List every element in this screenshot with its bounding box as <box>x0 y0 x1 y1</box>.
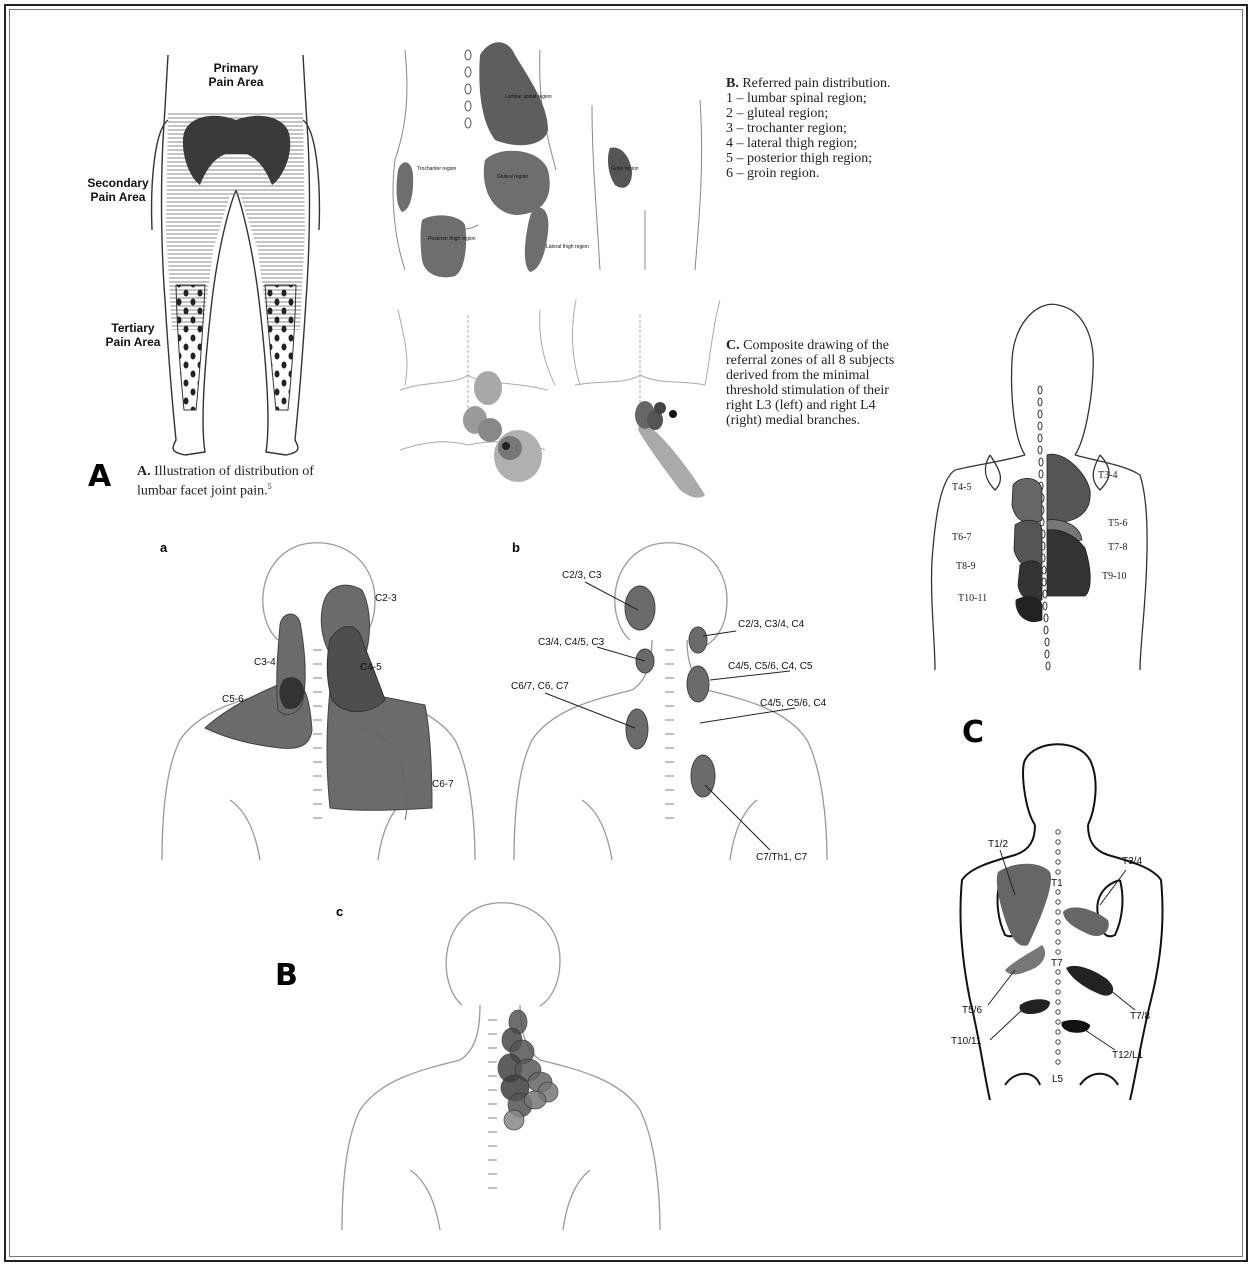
panel-letter-c: C <box>962 715 984 750</box>
label-b-c3-4-c4-5-c3: C3/4, C4/5, C3 <box>538 637 605 648</box>
caption-b-title: Referred pain distribution. <box>742 76 890 91</box>
label-l5: L5 <box>1052 1074 1064 1085</box>
label-t3-4-c: T3/4 <box>1122 856 1142 867</box>
region-label-trochanter: Trochanter region <box>417 166 456 172</box>
spine-dots-b <box>465 50 471 128</box>
tertiary-pain-area-left <box>176 285 205 410</box>
trochanter-region <box>397 162 414 212</box>
caption-a-text: Illustration of distribution of lumbar f… <box>137 464 314 499</box>
label-t6-7: T6-7 <box>952 532 971 543</box>
zone-b-c6-7-c6-c7 <box>626 709 648 749</box>
label-t7-8: T7-8 <box>1108 542 1127 553</box>
label-c6-7: C6-7 <box>432 779 454 790</box>
caption-b-item: 1 – lumbar spinal region; <box>726 91 926 106</box>
caption-b-item: 2 – gluteal region; <box>726 106 926 121</box>
label-t3-4: T3-4 <box>1098 470 1117 481</box>
thoracic-figure-bottom <box>960 744 1162 1100</box>
composite-cervical-zones <box>498 1010 558 1130</box>
label-t5-6: T5/6 <box>962 1005 982 1016</box>
label-b-c4-5-c5-6-c4: C4/5, C5/6, C4 <box>760 698 827 709</box>
cervical-spine-a <box>313 650 322 818</box>
caption-a-lead: A. <box>137 464 151 479</box>
zone-b-c4-5-c5-6-c4-c5 <box>687 666 709 702</box>
region-label-lumbar: Lumbar spinal region <box>505 94 552 100</box>
caption-c-lead: C. <box>726 338 740 353</box>
label-c5-6: C5-6 <box>222 694 244 705</box>
label-t12-l1: T12/L1 <box>1112 1050 1144 1061</box>
thoracic-top-zones <box>1012 454 1090 621</box>
tertiary-pain-area-right <box>265 285 296 410</box>
label-b-c6-7-c6-c7: C6/7, C6, C7 <box>511 681 569 692</box>
caption-a: A. Illustration of distribution of lumba… <box>137 464 327 499</box>
caption-b-item: 5 – posterior thigh region; <box>726 151 926 166</box>
label-b-c2-3-c3-4-c4: C2/3, C3/4, C4 <box>738 619 805 630</box>
label-t8-9: T8-9 <box>956 561 975 572</box>
cervical-spine-c <box>488 1020 497 1188</box>
cervical-sub-c: c <box>336 904 343 919</box>
gluteal-region <box>484 151 550 215</box>
primary-line-1: Primary <box>214 61 259 75</box>
cervical-sub-a: a <box>160 540 168 555</box>
caption-b-item: 4 – lateral thigh region; <box>726 136 926 151</box>
cervical-sub-b: b <box>512 540 520 555</box>
label-t7: T7 <box>1051 958 1063 969</box>
region-label-posterior-thigh: Posterior thigh region <box>428 236 476 242</box>
label-c3-4: C3-4 <box>254 657 276 668</box>
label-t1-2: T1/2 <box>988 839 1008 850</box>
caption-b-lead: B. <box>726 76 739 91</box>
posterior-thigh-region <box>421 215 467 277</box>
caption-c: C. Composite drawing of the referral zon… <box>726 338 906 428</box>
label-b-c7-th1-c7: C7/Th1, C7 <box>756 852 808 863</box>
label-t4-5: T4-5 <box>952 482 971 493</box>
label-b-c4-5-c5-6-c4-c5: C4/5, C5/6, C4, C5 <box>728 661 813 672</box>
label-t1: T1 <box>1051 878 1063 889</box>
label-t10-11-c: T10/11 <box>951 1036 982 1047</box>
caption-c-text: Composite drawing of the referral zones … <box>726 338 894 428</box>
caption-b-item: 3 – trochanter region; <box>726 121 926 136</box>
composite-left-blobs <box>463 371 542 482</box>
caption-b: B. Referred pain distribution. 1 – lumba… <box>726 76 926 181</box>
thoracic-bottom-zones <box>997 864 1113 1033</box>
caption-a-ref: 5 <box>268 482 272 491</box>
panel-letter-b: B <box>275 958 298 993</box>
label-t9-10: T9-10 <box>1102 571 1126 582</box>
composite-right-blobs <box>635 401 705 498</box>
label-t7-8-c: T7/8 <box>1130 1011 1150 1022</box>
label-c4-5: C4-5 <box>360 662 382 673</box>
primary-line-2: Pain Area <box>209 75 264 89</box>
label-t5-6: T5-6 <box>1108 518 1127 529</box>
label-t10-11: T10-11 <box>958 593 987 604</box>
cervical-spine-b <box>665 650 674 818</box>
cervical-figure-a <box>162 543 475 860</box>
label-c2-3: C2-3 <box>375 593 397 604</box>
region-label-gluteal: Gluteal region <box>497 174 528 180</box>
lateral-thigh-region <box>525 207 549 272</box>
panel-letter-a: A <box>88 459 112 494</box>
zone-b-c2-3-c3-4-c4 <box>689 627 707 653</box>
thoracic-spine-bottom <box>1056 830 1060 1064</box>
region-label-groin: Groin region <box>611 166 639 172</box>
region-label-lateral-thigh: Lateral thigh region <box>546 244 589 250</box>
caption-b-item: 6 – groin region. <box>726 166 926 181</box>
zone-b-c2-3-c3 <box>625 586 655 630</box>
label-b-c2-3-c3: C2/3, C3 <box>562 570 602 581</box>
